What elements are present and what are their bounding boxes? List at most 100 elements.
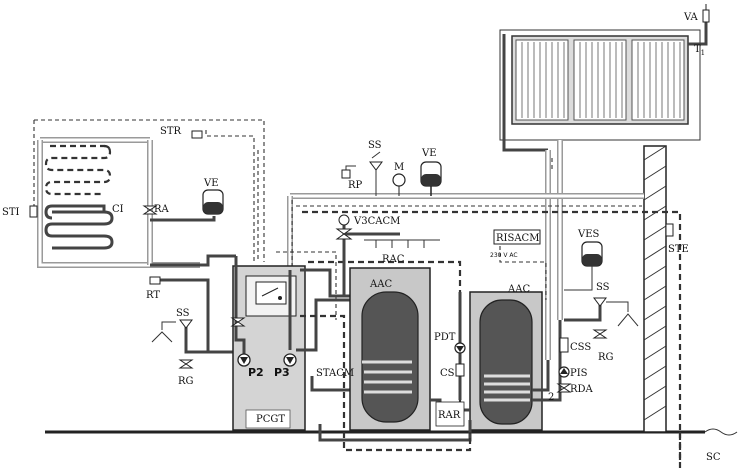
safety-left-pipe (184, 326, 208, 354)
label-rg-left: RG (178, 376, 194, 387)
label-ss-left: SS (176, 308, 190, 319)
valve-rda-icon (556, 383, 572, 393)
label-aac-right: AAC (507, 284, 530, 295)
return-pipe-rt (150, 254, 236, 267)
boiler-pipe-p2 (234, 256, 246, 360)
boiler-valve-icon (230, 317, 246, 327)
safety-right-outlet (606, 301, 629, 312)
label-p2: P2 (248, 366, 264, 379)
controller-knob-icon (278, 296, 282, 300)
pump-pdt-arrow (456, 346, 464, 352)
rac-distribution-icon (364, 239, 440, 248)
label-m: M (394, 162, 404, 173)
label-v3cacm: V3CACM (353, 216, 400, 227)
collector-air-pipe (688, 22, 708, 46)
bottom-loop-pipe (318, 420, 472, 442)
pump-pis-arrow (560, 368, 568, 374)
signal-line-str (34, 119, 265, 262)
label-rg-right: RG (598, 352, 614, 363)
label-ci: CI (112, 204, 124, 215)
safety-valve-top-icon (369, 161, 383, 171)
label-css: CSS (570, 342, 591, 353)
label-ss-right: SS (596, 282, 610, 293)
signal-line-2 (302, 210, 682, 460)
boiler-plate (245, 409, 291, 429)
collector-supply-pipe (502, 34, 548, 152)
signal-line-5 (205, 130, 255, 262)
controller-display (255, 281, 287, 305)
ve-left-pipe (150, 216, 216, 222)
label-rt: RT (146, 290, 160, 301)
risacm-box (493, 229, 541, 245)
safety-right-pipe (564, 300, 602, 322)
drain-funnel-left-icon (151, 331, 173, 343)
fill-valve-rg-right-icon (592, 329, 608, 339)
label-t1: T1 (694, 44, 705, 57)
v3cacm-actuator-icon (338, 214, 350, 226)
storage-tank-left-body (361, 291, 419, 423)
expansion-vessel-solar-fill (582, 254, 602, 266)
exterior-wall (643, 145, 667, 433)
valve-ra-icon (142, 205, 158, 215)
air-vent-va (702, 9, 710, 23)
storage-tank-left-coil (362, 360, 412, 394)
stacm-pipe (310, 376, 350, 392)
pump-p2-arrow (240, 357, 248, 364)
valve-rp-icon (341, 169, 351, 179)
label-ste: STE (668, 244, 689, 255)
label-va: VA (683, 12, 699, 23)
bottom-signal-line (300, 314, 472, 452)
drain-funnel-right-icon (617, 313, 639, 327)
controller-needle (261, 287, 279, 297)
boiler-to-tank-return (296, 298, 350, 352)
label-num-2: 2 (548, 392, 554, 403)
underfloor-coil-ci (37, 137, 200, 268)
sensor-rt (149, 276, 161, 285)
rp-pipe (345, 165, 356, 170)
collector-frame (499, 29, 701, 141)
label-rda: RDA (570, 384, 594, 395)
boiler-to-tank-flow (300, 268, 350, 298)
pump-p3-arrow (286, 357, 294, 364)
label-voltage: 230 V AC (490, 252, 518, 259)
sensor-str (191, 130, 203, 139)
ground-break (704, 428, 738, 436)
sensor-sti (29, 205, 38, 218)
storage-tank-right-body (479, 299, 533, 425)
label-p3: P3 (274, 366, 290, 379)
label-stacm: STACM (316, 368, 354, 379)
label-ve-left: VE (203, 178, 219, 189)
storage-tank-right-coil (484, 374, 530, 402)
flow-meter-css-icon (559, 337, 569, 353)
ves-pipe (564, 266, 593, 291)
label-str: STR (160, 126, 182, 137)
safety-valve-right-icon (593, 297, 607, 307)
label-aac-left: AAC (369, 279, 392, 290)
label-rp: RP (348, 180, 363, 191)
manometer-icon (392, 173, 406, 187)
solar-return-pipe (532, 360, 550, 392)
signal-line-risacm (499, 246, 547, 300)
safety-valve-top-spring (371, 151, 381, 159)
label-pdt: PDT (434, 332, 456, 343)
safety-left-outlet (161, 321, 176, 330)
v3cacm-valve-icon (335, 228, 353, 240)
safety-valve-left-icon (179, 319, 193, 329)
label-rar: RAR (438, 410, 461, 421)
label-pcgt: PCGT (256, 414, 285, 425)
label-cs: CS (440, 368, 455, 379)
label-risacm: RISACM (496, 233, 539, 244)
sensor-ste (665, 223, 674, 237)
label-pis: PIS (570, 368, 588, 379)
label-sc: SC (706, 452, 721, 463)
label-ves: VES (577, 229, 600, 240)
rar-box (435, 401, 465, 427)
fill-valve-rg-left-icon (178, 359, 194, 369)
expansion-vessel-top-fill (421, 174, 441, 186)
label-ra: RA (154, 204, 170, 215)
solar-collector (511, 35, 689, 125)
expansion-vessel-left-fill (203, 202, 223, 214)
flow-pipe-rt (150, 278, 236, 354)
flow-switch-cs-icon (455, 363, 465, 377)
